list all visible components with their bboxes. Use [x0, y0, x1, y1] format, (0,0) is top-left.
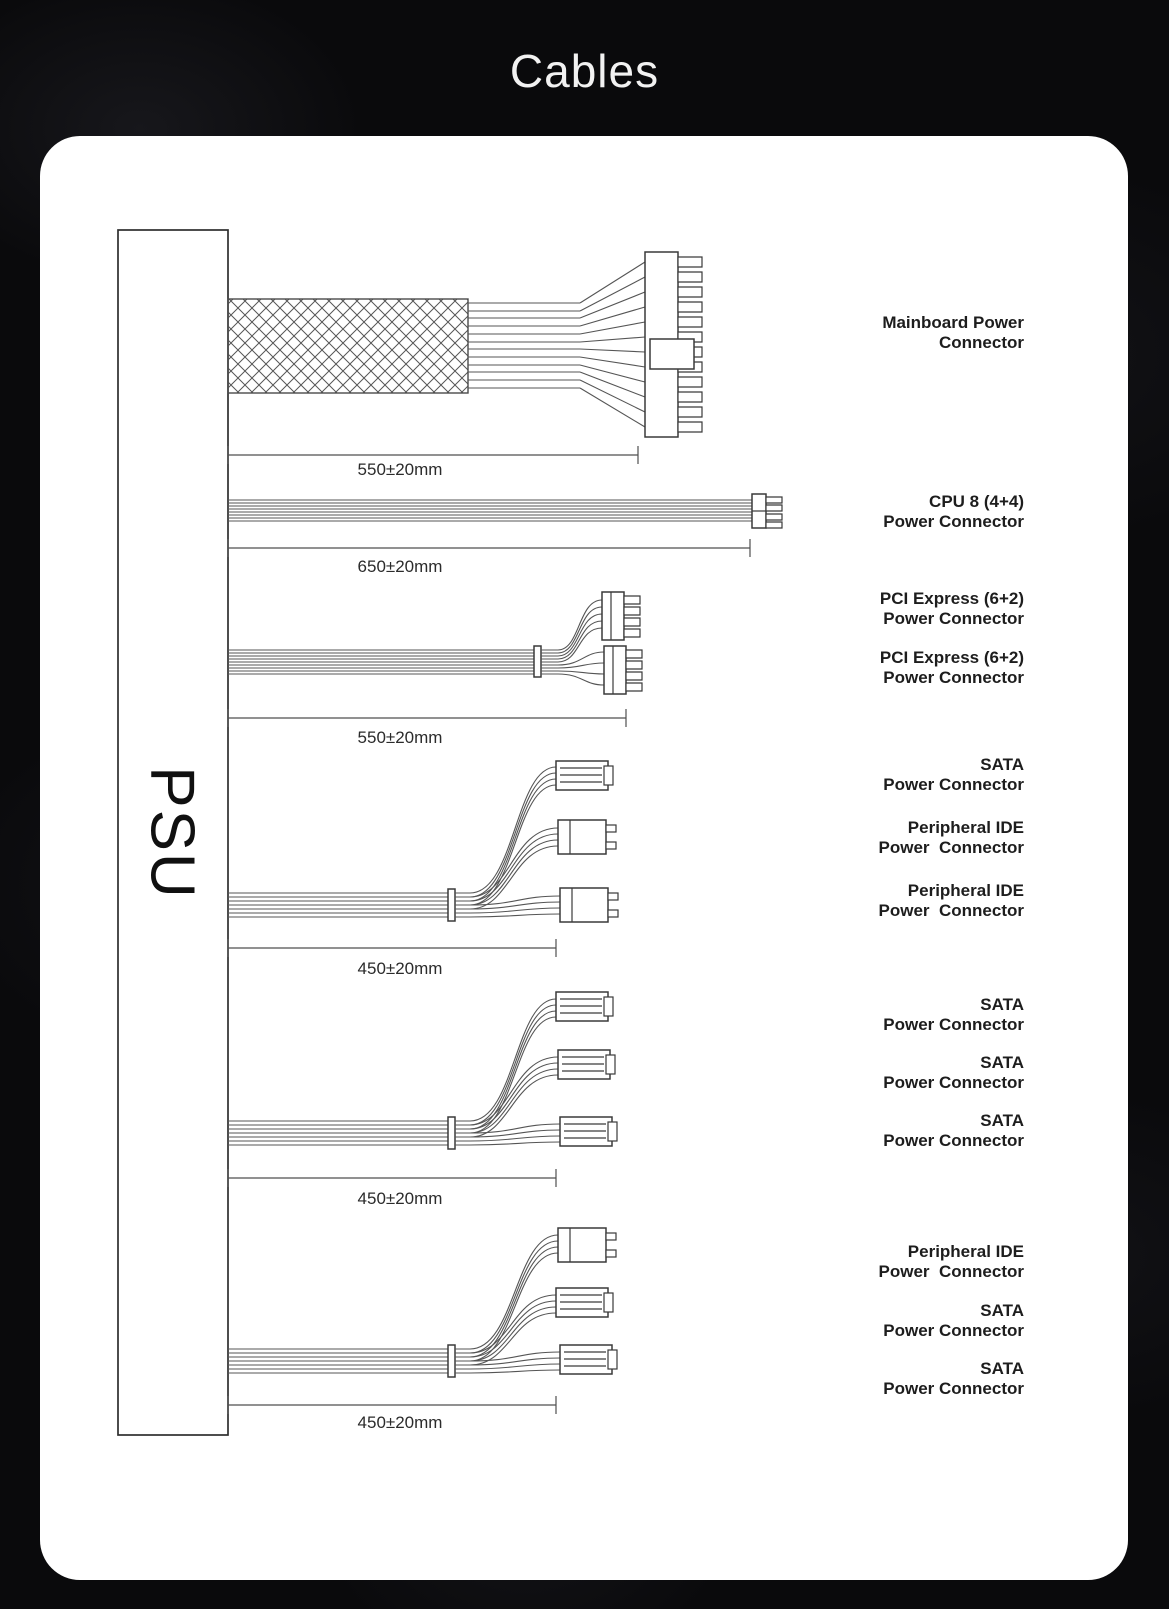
dimension-label-6: 450±20mm [357, 1413, 443, 1432]
connector-label-cpu: CPU 8 (4+4) Power Connector [883, 492, 1024, 531]
dimension-label-5: 450±20mm [357, 1189, 443, 1208]
connector-label-pcie-1: PCI Express (6+2) Power Connector [879, 589, 1024, 628]
connector-label-sata-6: SATA Power Connector [883, 1359, 1024, 1398]
ide-connector [559, 887, 619, 923]
sata-connector [559, 1344, 618, 1375]
cable-tie [447, 1344, 456, 1378]
psu-label: PSU [138, 766, 207, 899]
atx-latch [649, 338, 695, 370]
page-title: Cables [509, 45, 660, 97]
dimension-line-2 [227, 539, 751, 557]
sata-connector [559, 1116, 618, 1147]
dimension-label-4: 450±20mm [357, 959, 443, 978]
connector-label-sata-3: SATA Power Connector [883, 1053, 1024, 1092]
cpu-cable-drawing [227, 493, 783, 557]
connector-label-sata-1: SATA Power Connector [883, 755, 1024, 794]
dimension-line-4 [227, 939, 557, 957]
pcie-connector-2 [603, 645, 627, 695]
connector-label-sata-2: SATA Power Connector [883, 995, 1024, 1034]
connector-label-ide-2: Peripheral IDE Power Connector [878, 881, 1024, 920]
dimension-line-3 [227, 709, 627, 727]
psu-box: PSU [117, 229, 229, 1436]
cable-tie [533, 645, 542, 678]
connector-label-sata-4: SATA Power Connector [883, 1111, 1024, 1150]
dimension-label-3: 550±20mm [357, 728, 443, 747]
ide-sata-cable-drawing [227, 1227, 618, 1414]
sata-connector [557, 1049, 616, 1080]
connector-label-ide-1: Peripheral IDE Power Connector [878, 818, 1024, 857]
pcie-cable-drawing [227, 591, 643, 727]
connector-label-sata-5: SATA Power Connector [883, 1301, 1024, 1340]
ide-connector [557, 1227, 617, 1263]
ide-connector [557, 819, 617, 855]
dimension-line-6 [227, 1396, 557, 1414]
braided-sleeve [227, 298, 469, 394]
sata-connector [555, 1287, 614, 1318]
connector-label-mainboard: Mainboard Power Connector [882, 313, 1024, 352]
connector-label-ide-3: Peripheral IDE Power Connector [878, 1242, 1024, 1281]
pcie-connector-1 [601, 591, 625, 641]
cable-tie [447, 1116, 456, 1150]
dimension-label-2: 650±20mm [357, 557, 443, 576]
sata-ide-cable-drawing [227, 760, 619, 957]
dimension-line-1 [227, 446, 639, 464]
dimension-line-5 [227, 1169, 557, 1187]
connector-label-pcie-2: PCI Express (6+2) Power Connector [879, 648, 1024, 687]
mainboard-cable-drawing [227, 251, 703, 464]
triple-sata-cable-drawing [227, 991, 618, 1187]
dimension-label-1: 550±20mm [357, 460, 443, 479]
sata-connector [555, 760, 614, 791]
sata-connector [555, 991, 614, 1022]
cable-tie [447, 888, 456, 922]
